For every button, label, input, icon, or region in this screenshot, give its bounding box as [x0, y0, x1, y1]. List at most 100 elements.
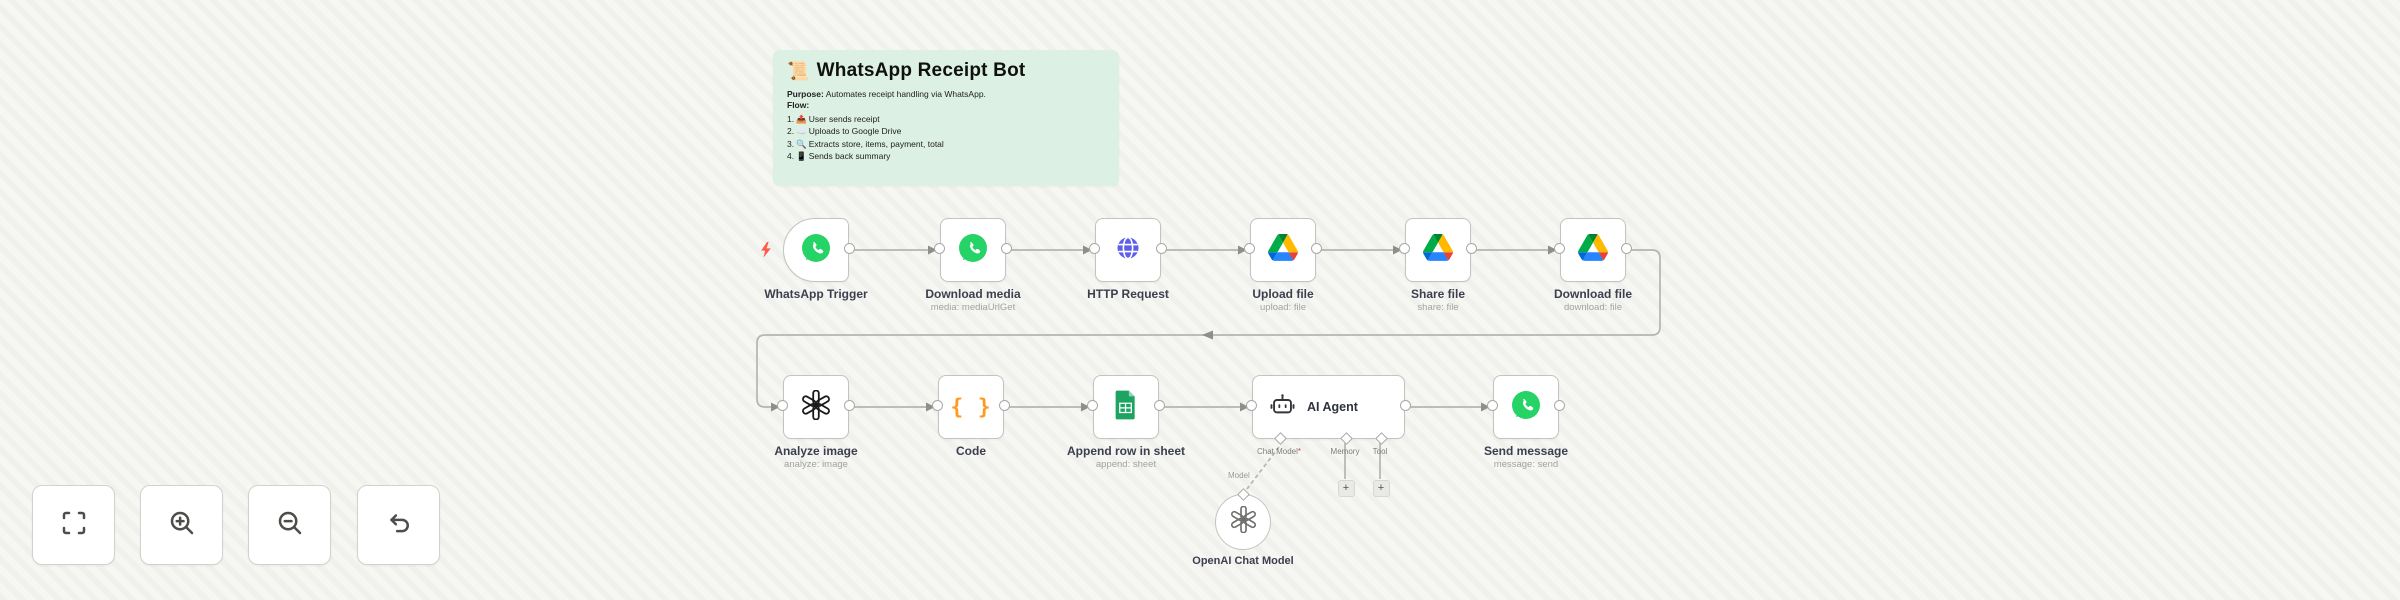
trigger-bolt-icon: [758, 241, 774, 264]
node-code[interactable]: { } Code: [932, 375, 1010, 458]
node-analyze-image[interactable]: Analyze image analyze: image: [774, 375, 858, 470]
node-subtitle: media: mediaUrlGet: [930, 302, 1016, 313]
flow-step: 2.☁️Uploads to Google Drive: [787, 126, 902, 137]
sticky-body: Purpose: Automates receipt handling via …: [787, 89, 1105, 162]
node-title: Analyze image: [774, 444, 858, 458]
scroll-icon: 📜: [787, 60, 810, 81]
flow-step: 1.📤User sends receipt: [787, 114, 880, 124]
model-link-label: Model: [1228, 471, 1250, 480]
phone-emoji-icon: 📱: [796, 150, 807, 161]
input-port[interactable]: [1399, 243, 1410, 254]
whatsapp-icon: [801, 233, 831, 268]
input-port[interactable]: [934, 243, 945, 254]
google-drive-icon: [1578, 234, 1609, 266]
node-download-file[interactable]: Download file download: file: [1554, 218, 1632, 313]
node-title: OpenAI Chat Model: [1192, 555, 1294, 567]
zoom-to-fit-icon: [59, 508, 89, 543]
zoom-to-fit-button[interactable]: [32, 485, 115, 565]
output-port[interactable]: [844, 243, 855, 254]
node-whatsapp-trigger[interactable]: WhatsApp Trigger: [764, 218, 868, 301]
input-port[interactable]: [1554, 243, 1565, 254]
node-share-file[interactable]: Share file share: file: [1399, 218, 1477, 313]
purpose-text: Automates receipt handling via WhatsApp.: [823, 89, 986, 99]
input-port[interactable]: [1089, 243, 1100, 254]
flow-step: 3.🔍Extracts store, items, payment, total: [787, 138, 944, 149]
sticky-title: 📜 WhatsApp Receipt Bot: [787, 60, 1105, 82]
undo-icon: [384, 508, 414, 543]
input-port[interactable]: [777, 400, 788, 411]
node-title: Code: [956, 444, 986, 458]
output-port[interactable]: [1466, 243, 1477, 254]
code-braces-icon: { }: [950, 395, 992, 419]
google-sheets-icon: [1114, 390, 1138, 425]
plus-icon: +: [1377, 481, 1385, 494]
zoom-in-button[interactable]: [140, 485, 223, 565]
output-port[interactable]: [844, 400, 855, 411]
node-subtitle: download: file: [1563, 302, 1623, 313]
output-port[interactable]: [1154, 400, 1165, 411]
output-port[interactable]: [1311, 243, 1322, 254]
input-port[interactable]: [1087, 400, 1098, 411]
node-title: Share file: [1410, 287, 1466, 301]
flow-step: 4.📱Sends back summary: [787, 150, 891, 161]
globe-icon: [1113, 233, 1143, 268]
output-port[interactable]: [1554, 400, 1565, 411]
node-http-request[interactable]: HTTP Request: [1087, 218, 1169, 301]
sticky-note[interactable]: 📜 WhatsApp Receipt Bot Purpose: Automate…: [773, 50, 1119, 186]
node-title: Upload file: [1252, 287, 1314, 301]
chat-model-port-label: Chat Model*: [1256, 447, 1302, 456]
purpose-label: Purpose:: [787, 89, 824, 99]
add-memory-button[interactable]: +: [1337, 479, 1355, 497]
cloud-emoji-icon: ☁️: [796, 126, 807, 137]
required-marker: *: [1297, 447, 1302, 456]
robot-icon: [1269, 391, 1296, 423]
node-title: Append row in sheet: [1066, 444, 1186, 458]
node-ai-agent[interactable]: AI Agent: [1246, 375, 1411, 445]
node-subtitle: share: file: [1417, 302, 1459, 313]
upload-emoji-icon: 📤: [796, 114, 807, 124]
whatsapp-icon: [1511, 390, 1541, 425]
node-title: Download file: [1554, 287, 1632, 301]
google-drive-icon: [1268, 234, 1299, 266]
output-port[interactable]: [1001, 243, 1012, 254]
plus-icon: +: [1342, 481, 1350, 494]
google-drive-icon: [1423, 234, 1454, 266]
zoom-in-icon: [167, 508, 197, 543]
input-port[interactable]: [1244, 243, 1255, 254]
node-openai-chat-model[interactable]: OpenAI Chat Model: [1192, 488, 1294, 567]
openai-icon: [801, 389, 831, 425]
zoom-out-icon: [275, 508, 305, 543]
flow-label: Flow:: [787, 100, 810, 110]
output-port[interactable]: [1156, 243, 1167, 254]
add-tool-button[interactable]: +: [1372, 479, 1390, 497]
zoom-out-button[interactable]: [248, 485, 331, 565]
ai-agent-inline-label: AI Agent: [1307, 400, 1358, 414]
magnifier-emoji-icon: 🔍: [796, 138, 807, 149]
node-send-message[interactable]: Send message message: send: [1484, 375, 1568, 470]
output-port[interactable]: [999, 400, 1010, 411]
tool-port-label: Tool: [1372, 447, 1388, 456]
node-title: Send message: [1483, 444, 1569, 458]
openai-icon: [1230, 505, 1257, 538]
node-upload-file[interactable]: Upload file upload: file: [1244, 218, 1322, 313]
input-port[interactable]: [1246, 400, 1257, 411]
node-subtitle: analyze: image: [784, 459, 848, 470]
input-port[interactable]: [1487, 400, 1498, 411]
node-title: Download media: [925, 287, 1021, 301]
output-port[interactable]: [1621, 243, 1632, 254]
node-subtitle: message: send: [1493, 459, 1559, 470]
output-port[interactable]: [1400, 400, 1411, 411]
sticky-title-text: WhatsApp Receipt Bot: [816, 60, 1026, 81]
memory-port-label: Memory: [1330, 447, 1360, 456]
node-subtitle: append: sheet: [1095, 459, 1157, 470]
node-title: WhatsApp Trigger: [764, 287, 868, 301]
undo-button[interactable]: [357, 485, 440, 565]
node-title: HTTP Request: [1087, 287, 1169, 301]
node-subtitle: upload: file: [1260, 302, 1306, 313]
input-port[interactable]: [932, 400, 943, 411]
whatsapp-icon: [958, 233, 988, 268]
node-append-row-in-sheet[interactable]: Append row in sheet append: sheet: [1067, 375, 1185, 470]
node-download-media[interactable]: Download media media: mediaUrlGet: [925, 218, 1021, 313]
